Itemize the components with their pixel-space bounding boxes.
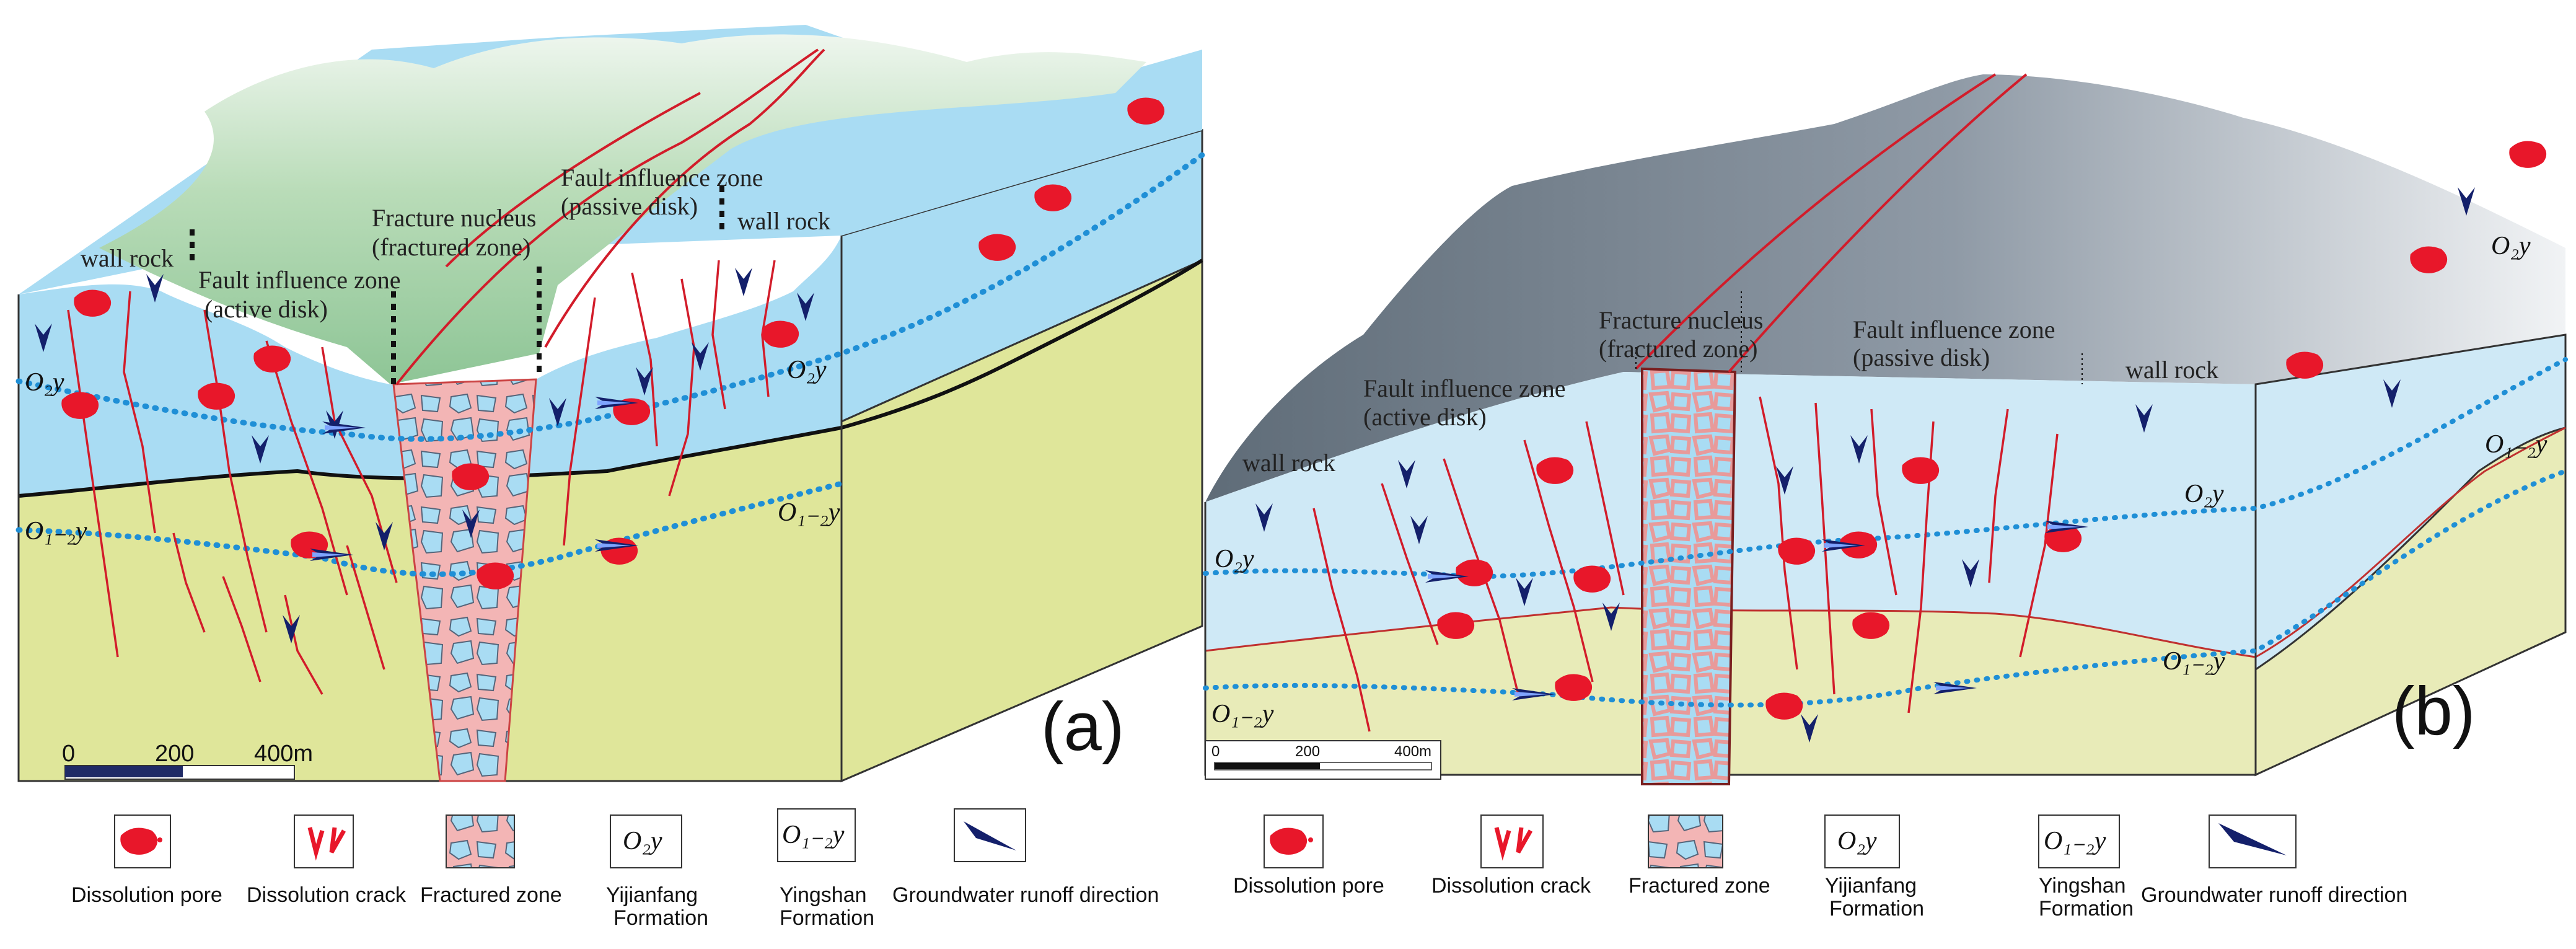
panel-a-scale-200: 200 — [155, 741, 194, 767]
legend-b-label-groundwater: Groundwater runoff direction — [2141, 883, 2407, 907]
fractured-zone-icon — [446, 814, 515, 868]
legend-a-groundwater: Groundwater runoff direction — [892, 808, 1159, 907]
panel-b-label-active-zone: Fault influence zone — [1363, 374, 1566, 402]
panel-a-surface-green — [99, 34, 1146, 385]
panel-a-scale-bar: 0 200 400m — [62, 741, 313, 780]
legend-a-dissolution-crack: Dissolution crack — [247, 814, 407, 907]
legend-b-label-yijianfang-sub: Formation — [1829, 897, 1924, 920]
panel-a-label-o2y-left: O₂y — [25, 368, 64, 397]
panel-b-zone-markers — [1635, 291, 2083, 384]
legend-b-label-yingshan-sub: Formation — [2039, 897, 2134, 920]
panel-a-formation-contact — [18, 258, 1203, 498]
panel-b-label-o2y-left: O₂y — [1215, 545, 1254, 573]
legend-b-label-yijianfang: Yijianfang — [1825, 874, 1917, 898]
panel-a-scale-0: 0 — [62, 741, 75, 767]
panel-b-label-passive-zone: Fault influence zone — [1853, 316, 2055, 343]
panel-b-scale-200: 200 — [1295, 743, 1320, 760]
panel-b-label-fracture-nucleus: Fracture nucleus — [1599, 306, 1763, 334]
legend-a-label-pore: Dissolution pore — [71, 883, 222, 907]
legend-b-label-yingshan: Yingshan — [2039, 874, 2126, 898]
panel-a-label-fracture-nucleus: Fracture nucleus — [372, 204, 536, 232]
o2y-symbol: O₂y — [1837, 827, 1877, 855]
panel-b-scale-bar: 0 200 400m — [1205, 740, 1441, 780]
panel-b-label-o2y-mid: O₂y — [2184, 480, 2224, 508]
panel-a-label-wall-rock-left: wall rock — [81, 244, 174, 272]
legend-b-label-pore: Dissolution pore — [1233, 874, 1384, 898]
legend-b-label-fractured: Fractured zone — [1629, 874, 1770, 898]
legend-a-label-yingshan-sub: Formation — [780, 906, 874, 930]
panel-a-label-wall-rock-right: wall rock — [737, 207, 830, 235]
panel-b-label-o2y-side: O₂y — [2491, 232, 2531, 260]
legend-b-o2y: O₂y Yijianfang Formation — [1824, 814, 1924, 920]
panel-b: Fracture nucleus (fractured zone) Fault … — [1203, 73, 2568, 785]
legend-b: Dissolution pore Dissolution crack Fract… — [1233, 814, 2407, 920]
o12y-symbol: O₁₋₂y — [782, 821, 845, 849]
panel-b-dissolution-cracks — [1312, 396, 2059, 732]
panel-a-label-o12y-right: O₁₋₂y — [778, 498, 840, 527]
panel-b-label-active-disk: (active disk) — [1363, 403, 1487, 431]
panel-b-label-o12y-mid: O₁₋₂y — [2163, 647, 2225, 676]
panel-a-tag: (a) — [1041, 689, 1124, 765]
panel-a-label-active-disk: (active disk) — [204, 295, 328, 323]
groundwater-arrow-icon — [2218, 823, 2287, 855]
panel-a-fractured-zone — [392, 378, 537, 782]
dissolution-pore-icon — [1270, 828, 1313, 855]
legend-a: Dissolution pore Dissolution crack Fract… — [71, 808, 1159, 930]
groundwater-arrow-icon — [964, 821, 1016, 850]
panel-a-label-passive-disk: (passive disk) — [561, 192, 698, 220]
panel-b-scale-0: 0 — [1211, 743, 1220, 760]
panel-a-scale-400: 400m — [254, 741, 313, 767]
panel-a-zone-markers — [190, 186, 724, 384]
legend-b-o12y: O₁₋₂y Yingshan Formation — [2038, 814, 2134, 920]
panel-b-surface-grey — [1205, 74, 2565, 502]
legend-a-label-yingshan: Yingshan — [780, 883, 867, 907]
legend-b-fractured-zone: Fractured zone — [1629, 814, 1770, 898]
legend-a-o2y: O₂y Yijianfang Formation — [606, 814, 708, 930]
legend-a-label-crack: Dissolution crack — [247, 883, 407, 907]
legend-a-label-groundwater: Groundwater runoff direction — [892, 883, 1159, 907]
legend-b-dissolution-crack: Dissolution crack — [1431, 814, 1591, 898]
legend-b-dissolution-pore: Dissolution pore — [1233, 814, 1384, 898]
panel-a: wall rock Fault influence zone (active d… — [15, 25, 1205, 783]
panel-a-label-o2y-right: O₂y — [787, 356, 827, 384]
o12y-symbol: O₁₋₂y — [2044, 827, 2106, 855]
panel-a-fault-lines — [395, 48, 825, 386]
panel-b-label-o12y-left: O₁₋₂y — [1211, 700, 1274, 728]
panel-a-groundwater-lines — [15, 152, 1205, 577]
panel-b-label-wall-rock-left: wall rock — [1242, 449, 1335, 477]
panel-b-label-wall-rock-right: wall rock — [2125, 356, 2218, 384]
dissolution-pore-icon — [120, 828, 162, 855]
legend-a-label-fractured: Fractured zone — [420, 883, 562, 907]
dissolution-crack-icon — [1494, 827, 1533, 861]
panel-b-fault-lines — [1635, 73, 2028, 373]
legend-a-dissolution-pore: Dissolution pore — [71, 814, 222, 907]
panel-b-tag: (b) — [2392, 673, 2475, 749]
legend-b-groundwater: Groundwater runoff direction — [2141, 814, 2407, 907]
panel-b-fractured-zone — [1641, 367, 1737, 785]
panel-b-label-fractured-zone: (fractured zone) — [1599, 335, 1757, 363]
panel-b-scale-400: 400m — [1394, 743, 1431, 760]
panel-a-label-active-zone: Fault influence zone — [198, 266, 401, 294]
legend-b-label-crack: Dissolution crack — [1431, 874, 1591, 898]
panel-b-label-passive-disk: (passive disk) — [1853, 343, 1990, 371]
panel-a-label-o12y-left: O₁₋₂y — [25, 517, 87, 545]
o2y-symbol: O₂y — [623, 827, 662, 855]
legend-a-label-yijianfang-sub: Formation — [613, 906, 708, 930]
panel-a-label-passive-zone: Fault influence zone — [561, 164, 763, 192]
fractured-zone-icon — [1648, 814, 1723, 868]
legend-a-fractured-zone: Fractured zone — [420, 814, 562, 907]
legend-a-o12y: O₁₋₂y Yingshan Formation — [777, 808, 874, 930]
legend-a-label-yijianfang: Yijianfang — [606, 883, 698, 907]
panel-a-label-fractured-zone: (fractured zone) — [372, 233, 530, 261]
dissolution-crack-icon — [307, 827, 346, 861]
panel-b-label-o12y-side: O₁₋₂y — [2485, 430, 2547, 459]
